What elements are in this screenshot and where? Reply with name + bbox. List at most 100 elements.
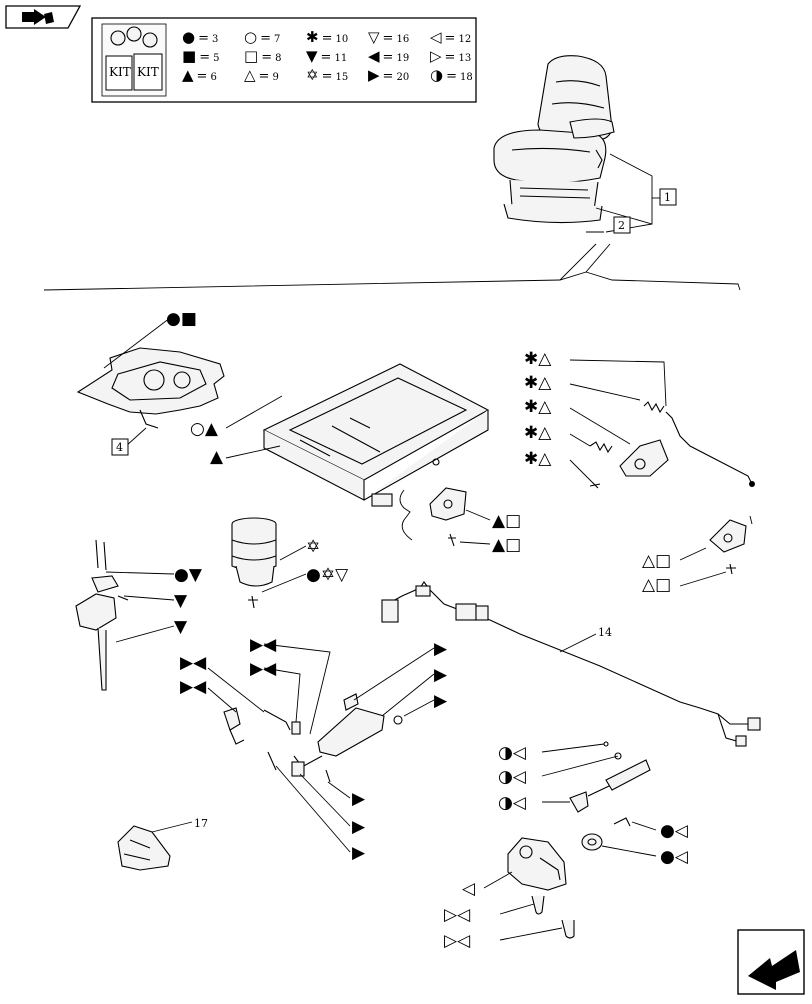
legend-symbol: ◑ xyxy=(430,66,443,84)
legend-value: 7 xyxy=(274,34,280,45)
callout-pins-1[interactable]: ▶◀ xyxy=(250,635,277,655)
callout-upper-4[interactable]: ✱△ xyxy=(524,423,552,443)
legend-entry: □=8 xyxy=(244,47,281,65)
callout-frame-bolt-2[interactable]: ▲ xyxy=(210,447,224,467)
callout-upper-2[interactable]: ✱△ xyxy=(524,373,552,393)
legend-symbol: ○ xyxy=(244,28,257,46)
legend-equals: = xyxy=(383,50,394,65)
svg-text:4: 4 xyxy=(116,441,123,454)
legend-entry: ▽=16 xyxy=(368,28,409,46)
callout-belt-3[interactable]: ▼ xyxy=(174,617,188,637)
callout-spring-1[interactable]: ✡ xyxy=(306,537,320,557)
callout-right-1[interactable]: △□ xyxy=(642,551,671,571)
ref-box-4[interactable]: 4 xyxy=(111,438,129,456)
seat-belt xyxy=(75,539,129,691)
callout-bush-2[interactable]: ●◁ xyxy=(660,847,689,867)
legend-symbol: ■ xyxy=(182,47,196,65)
legend-entry: ◑=18 xyxy=(430,66,473,84)
callout-valve-3[interactable]: ▷◁ xyxy=(444,931,471,951)
next-arrow-icon[interactable] xyxy=(737,929,805,995)
callout-labels: ●■ ○▲ ▲ ✱△ ✱△ ✱△ ✱△ ✱△ ▲□ ▲□ △□ △□ ✡ ●✡▽… xyxy=(166,309,689,951)
legend-equals: = xyxy=(261,50,272,65)
hydraulic-cylinder xyxy=(291,693,403,783)
callout-cyl-4[interactable]: ▶ xyxy=(352,789,366,809)
callout-cyl-5[interactable]: ▶ xyxy=(352,817,366,837)
callout-valve-2[interactable]: ▷◁ xyxy=(444,905,471,925)
callout-cyl-6[interactable]: ▶ xyxy=(352,843,366,863)
callout-gas-2[interactable]: ◑◁ xyxy=(498,767,527,787)
legend-value: 3 xyxy=(212,34,218,45)
wiring-harness xyxy=(381,581,761,747)
callout-belt-1[interactable]: ●▼ xyxy=(174,565,203,585)
legend-equals: = xyxy=(259,69,270,84)
legend-value: 9 xyxy=(272,72,278,83)
spring-upper xyxy=(643,401,665,414)
legend-symbol: ◀ xyxy=(368,47,380,65)
callout-cyl-3[interactable]: ▶ xyxy=(434,691,448,711)
legend-entry: ●=3 xyxy=(182,28,218,46)
callout-valve-1[interactable]: ◁ xyxy=(462,879,476,899)
callout-spring-2[interactable]: ●✡▽ xyxy=(306,565,349,585)
legend-equals: = xyxy=(445,50,456,65)
legend-symbol: ▲ xyxy=(182,66,194,84)
ref-box-1[interactable]: 1 xyxy=(659,188,677,206)
gas-spring xyxy=(569,741,651,813)
legend-symbol: ✱ xyxy=(306,28,319,46)
callout-gas-1[interactable]: ◑◁ xyxy=(498,743,527,763)
svg-text:2: 2 xyxy=(618,219,625,232)
callout-upper-3[interactable]: ✱△ xyxy=(524,397,552,417)
legend-symbol: ✡ xyxy=(306,66,319,84)
callout-gas-3[interactable]: ◑◁ xyxy=(498,793,527,813)
legend-equals: = xyxy=(383,69,394,84)
ref-box-2[interactable]: 2 xyxy=(613,216,631,234)
callout-pins-4[interactable]: ▶◀ xyxy=(180,677,207,697)
callout-right-2[interactable]: △□ xyxy=(642,575,671,595)
callout-bracket-1[interactable]: ▲□ xyxy=(492,511,521,531)
kit-label-left: KIT xyxy=(109,65,131,79)
base-plate xyxy=(76,347,225,429)
legend-entries: ●=3○=7✱=10▽=16◁=12■=5□=8▼=11◀=19▷=13▲=6△… xyxy=(182,28,473,84)
legend-entry: △=9 xyxy=(244,66,279,84)
kit-legend: KIT KIT ●=3○=7✱=10▽=16◁=12■=5□=8▼=11◀=19… xyxy=(91,17,477,103)
legend-entry: ■=5 xyxy=(182,47,219,65)
callout-bracket-2[interactable]: ▲□ xyxy=(492,535,521,555)
legend-entry: ▼=11 xyxy=(306,47,347,65)
callout-pins-2[interactable]: ▶◀ xyxy=(250,659,277,679)
callout-pins-3[interactable]: ▶◀ xyxy=(180,653,207,673)
bracket-bumper xyxy=(429,487,467,521)
legend-equals: = xyxy=(197,69,208,84)
right-bumper xyxy=(709,519,747,553)
callout-cyl-1[interactable]: ▶ xyxy=(434,639,448,659)
legend-entry: ▲=6 xyxy=(182,66,217,84)
legend-value: 6 xyxy=(210,72,216,83)
legend-entry: ✡=15 xyxy=(306,66,348,84)
legend-value: 11 xyxy=(334,53,347,64)
svg-text:1: 1 xyxy=(664,191,671,204)
legend-entry: ○=7 xyxy=(244,28,280,46)
legend-value: 19 xyxy=(396,53,409,64)
callout-upper-1[interactable]: ✱△ xyxy=(524,349,552,369)
legend-symbol: ▽ xyxy=(368,28,380,46)
callout-upper-5[interactable]: ✱△ xyxy=(524,449,552,469)
callout-bush-1[interactable]: ●◁ xyxy=(660,821,689,841)
legend-value: 10 xyxy=(335,34,348,45)
callout-belt-2[interactable]: ▼ xyxy=(174,591,188,611)
ref-14[interactable]: 14 xyxy=(598,626,612,639)
legend-entry: ◁=12 xyxy=(430,28,471,46)
ref-17[interactable]: 17 xyxy=(194,817,208,830)
legend-equals: = xyxy=(199,50,210,65)
legend-symbol: ● xyxy=(182,28,195,46)
air-spring xyxy=(231,517,277,609)
legend-equals: = xyxy=(383,31,394,46)
callout-frame-bolt-1[interactable]: ○▲ xyxy=(190,419,219,439)
control-rod xyxy=(665,411,755,487)
callout-cyl-2[interactable]: ▶ xyxy=(434,665,448,685)
legend-symbol: ◁ xyxy=(430,28,442,46)
pins-rollers xyxy=(223,707,301,771)
legend-value: 8 xyxy=(275,53,281,64)
book-arrow-icon[interactable] xyxy=(5,5,82,29)
callout-frame-top[interactable]: ●■ xyxy=(166,309,197,329)
legend-equals: = xyxy=(322,31,333,46)
